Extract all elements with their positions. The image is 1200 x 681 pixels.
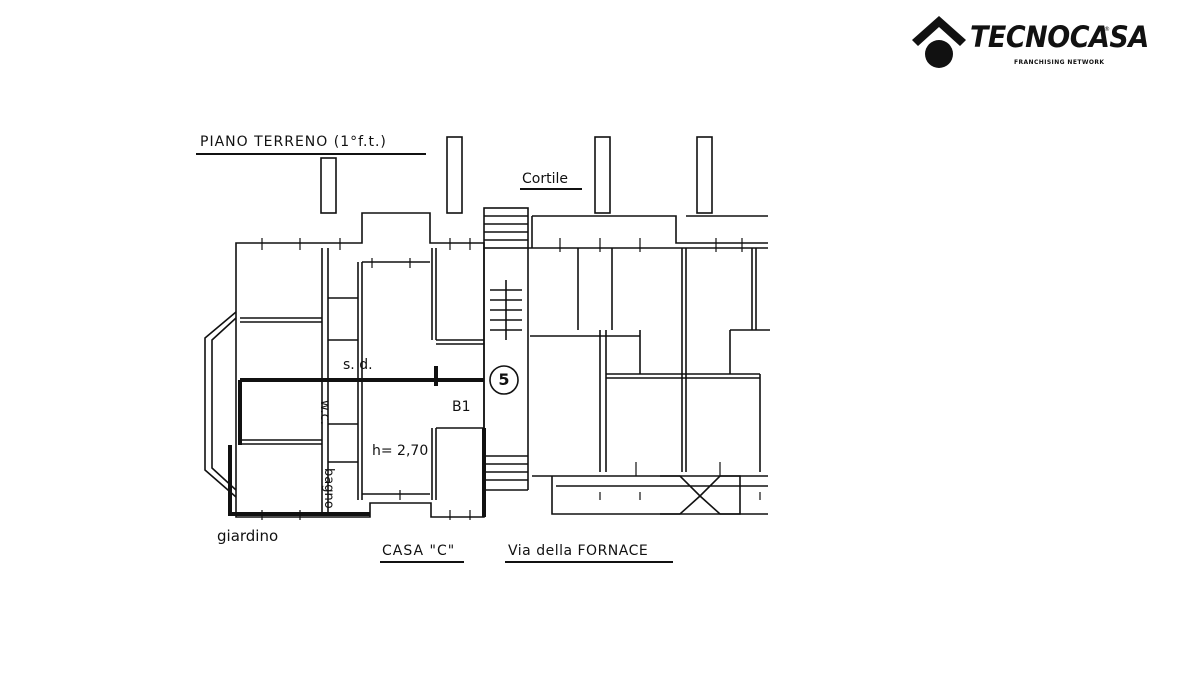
brand-tagline: FRANCHISING NETWORK (1014, 59, 1105, 66)
pilaster (446, 136, 463, 214)
house-label: CASA "C" (382, 543, 456, 559)
street-label: Via della FORNACE (508, 543, 649, 559)
pilaster (594, 136, 611, 214)
unit-number-circle (489, 365, 519, 395)
garden-label: giardino (217, 527, 279, 545)
bold-wall (228, 445, 370, 516)
unit-code-label: B1 (452, 399, 471, 415)
ceiling-height-label: h= 2,70 (372, 443, 429, 459)
house-logo-icon (912, 16, 966, 68)
plan-title: PIANO TERRENO (1°f.t.) (200, 134, 387, 150)
title-underline (196, 153, 426, 155)
lightwell (660, 475, 741, 515)
courtyard-underline (520, 188, 582, 190)
pilaster (320, 157, 337, 214)
staircase (483, 207, 529, 249)
adjacent-building-wall (532, 215, 768, 244)
house-underline (380, 561, 464, 563)
unit-number: 5 (498, 370, 510, 389)
storage-label: s. d. (343, 357, 373, 373)
courtyard-label: Cortile (522, 171, 568, 187)
brand-name: TECNOCASA (970, 20, 1149, 55)
bathroom-label: bagno (321, 468, 336, 509)
street-underline (505, 561, 673, 563)
wc-label: w.c. (317, 400, 332, 425)
pilaster (696, 136, 713, 214)
registered-mark: ® (1104, 26, 1110, 33)
bay-window (204, 311, 237, 498)
